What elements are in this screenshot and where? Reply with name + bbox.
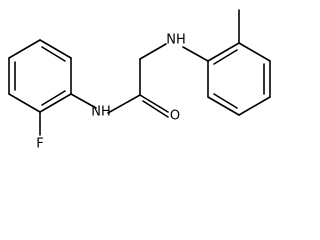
n-tolyl-bond [182, 46, 209, 62]
ch2-n-bond [139, 43, 167, 60]
atom-label-oxygen: O [170, 109, 180, 124]
tolyl-ring [207, 42, 271, 116]
fluorophenyl-ring [8, 39, 72, 113]
n-carbonyl-bond [107, 94, 141, 114]
atom-label-amide-nh: NH [91, 105, 111, 120]
atom-label-fluorine: F [36, 137, 43, 152]
aryl-n-bond [70, 93, 97, 109]
carbonyl-double-bond [139, 94, 169, 118]
atom-label-amine-nh: NH [166, 33, 186, 48]
structure-diagram: F NH O NH [8, 9, 271, 152]
